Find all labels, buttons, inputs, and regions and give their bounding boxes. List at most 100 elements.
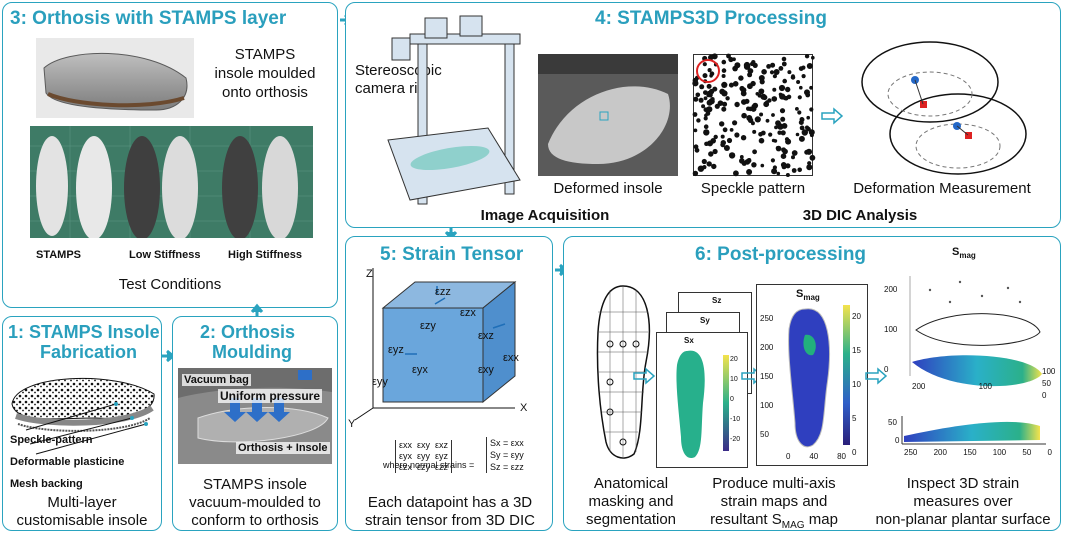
speckle-dot <box>706 83 712 89</box>
speckle-dot <box>758 75 765 81</box>
speckle-dot <box>693 96 699 102</box>
speckle-dot <box>806 164 813 171</box>
speckle-dot <box>703 124 709 129</box>
speckle-dot <box>781 61 787 67</box>
speckle-dot <box>702 165 707 170</box>
p6-cap1-3: segmentation <box>585 511 677 528</box>
speckle-dot <box>732 120 738 126</box>
p2-caption-3: conform to orthosis <box>191 512 319 529</box>
speckle-dot <box>806 63 813 69</box>
p6-cap2-tail: map <box>804 511 838 528</box>
speckle-dot <box>732 57 736 62</box>
smag-y-5: 50 <box>760 430 769 439</box>
speckle-dot <box>721 106 727 112</box>
speckle-dot <box>781 123 788 129</box>
speckle-dot <box>774 125 778 130</box>
speckle-dot <box>704 113 708 118</box>
anatomical-mask-drawing <box>596 285 651 459</box>
smag-y-3: 150 <box>760 372 774 381</box>
speckle-pattern-label: Speckle pattern <box>700 180 806 197</box>
speckle-dot <box>797 95 802 100</box>
speckle-dot <box>785 163 791 169</box>
multilayer-insole-drawing <box>11 377 155 455</box>
speckle-dot <box>750 62 754 66</box>
condition-stamps: STAMPS <box>36 249 82 261</box>
axis-z-label: Z <box>366 268 373 280</box>
label-uniform-pressure: Uniform pressure <box>218 389 323 403</box>
speckle-dot <box>721 68 727 73</box>
speckle-dot <box>796 80 801 84</box>
speckle-dot <box>780 153 787 159</box>
eps-zx: εzx <box>460 307 476 319</box>
speckle-dot <box>781 56 787 62</box>
sx-colorbar-ticks: 20 10 0 -10 -20 <box>730 350 740 450</box>
map-sx-label: Sx <box>684 336 694 345</box>
eps-xy: εxy <box>478 364 494 376</box>
speckle-dot <box>692 170 699 177</box>
speckle-dot <box>719 101 724 105</box>
normal-strains-label: where normal strains = <box>383 460 475 470</box>
speckle-dot <box>738 75 744 81</box>
plot3d-right-ticks: 100 50 0 <box>1042 366 1055 402</box>
speckle-dot <box>771 113 775 117</box>
speckle-dot <box>740 135 747 141</box>
speckle-dot <box>722 101 728 107</box>
arrow-2-to-3 <box>250 303 264 316</box>
smag-map <box>756 284 868 466</box>
speckle-dot <box>782 78 787 84</box>
speckle-dot <box>751 162 757 168</box>
normal-strains: Sx = εxx Sy = εyy Sz = εzz <box>486 437 524 473</box>
p1-caption-1: Multi-layer <box>47 494 117 511</box>
speckle-dot <box>795 107 799 111</box>
speckle-dot <box>809 133 814 138</box>
smag-tick-5: 0 <box>852 448 857 457</box>
dic-analysis-label: 3D DIC Analysis <box>802 207 918 224</box>
speckle-dot <box>773 69 780 75</box>
plot3d-r-1: 100 <box>1042 367 1056 376</box>
speckle-dot <box>703 129 710 136</box>
speckle-dot <box>703 96 708 101</box>
p2-caption-1: STAMPS insole <box>203 476 307 493</box>
speckle-dot <box>701 158 707 165</box>
eps-yy: εyy <box>372 376 388 388</box>
speckle-dot <box>801 129 808 136</box>
speckle-dot <box>703 116 708 121</box>
speckle-dot <box>778 92 783 97</box>
side-x-4: 100 <box>992 448 1007 457</box>
sx-tick-4: -10 <box>730 416 741 423</box>
eps-zz: εzz <box>435 286 451 298</box>
map-sx <box>656 332 748 468</box>
speckle-dot <box>734 101 740 108</box>
speckle-dot <box>752 149 757 155</box>
speckle-dot <box>805 148 813 155</box>
speckle-dot <box>760 163 765 168</box>
speckle-dot <box>791 155 795 160</box>
p5-caption-2: strain tensor from 3D DIC <box>364 512 536 529</box>
speckle-dot <box>726 137 733 144</box>
speckle-dot <box>741 112 747 119</box>
label-plasticine: Deformable plasticine <box>10 456 125 468</box>
side-x-3: 150 <box>963 448 977 457</box>
speckle-dot <box>770 62 776 68</box>
speckle-dot <box>799 125 805 131</box>
speckle-dot <box>720 140 726 146</box>
speckle-dot <box>708 151 714 157</box>
p3-desc-2: insole moulded <box>214 65 316 82</box>
speckle-dot <box>760 93 767 100</box>
speckle-dot <box>769 70 775 75</box>
speckle-dot <box>703 107 709 112</box>
speckle-dot <box>704 141 709 146</box>
normal-sx: Sx = εxx <box>490 438 524 448</box>
speckle-dot <box>696 118 701 123</box>
p6-cap2-1: Produce multi-axis <box>712 475 836 492</box>
normal-sz: Sz = εzz <box>490 462 524 472</box>
p2-caption-2: vacuum-moulded to <box>189 494 321 511</box>
smag-x-3: 80 <box>837 452 846 461</box>
speckle-dot <box>747 72 753 78</box>
speckle-dot <box>806 115 810 120</box>
speckle-dot <box>739 85 745 92</box>
speckle-dot <box>723 145 730 151</box>
speckle-dot <box>775 120 781 126</box>
speckle-dot <box>811 55 815 60</box>
speckle-dot <box>771 138 776 143</box>
